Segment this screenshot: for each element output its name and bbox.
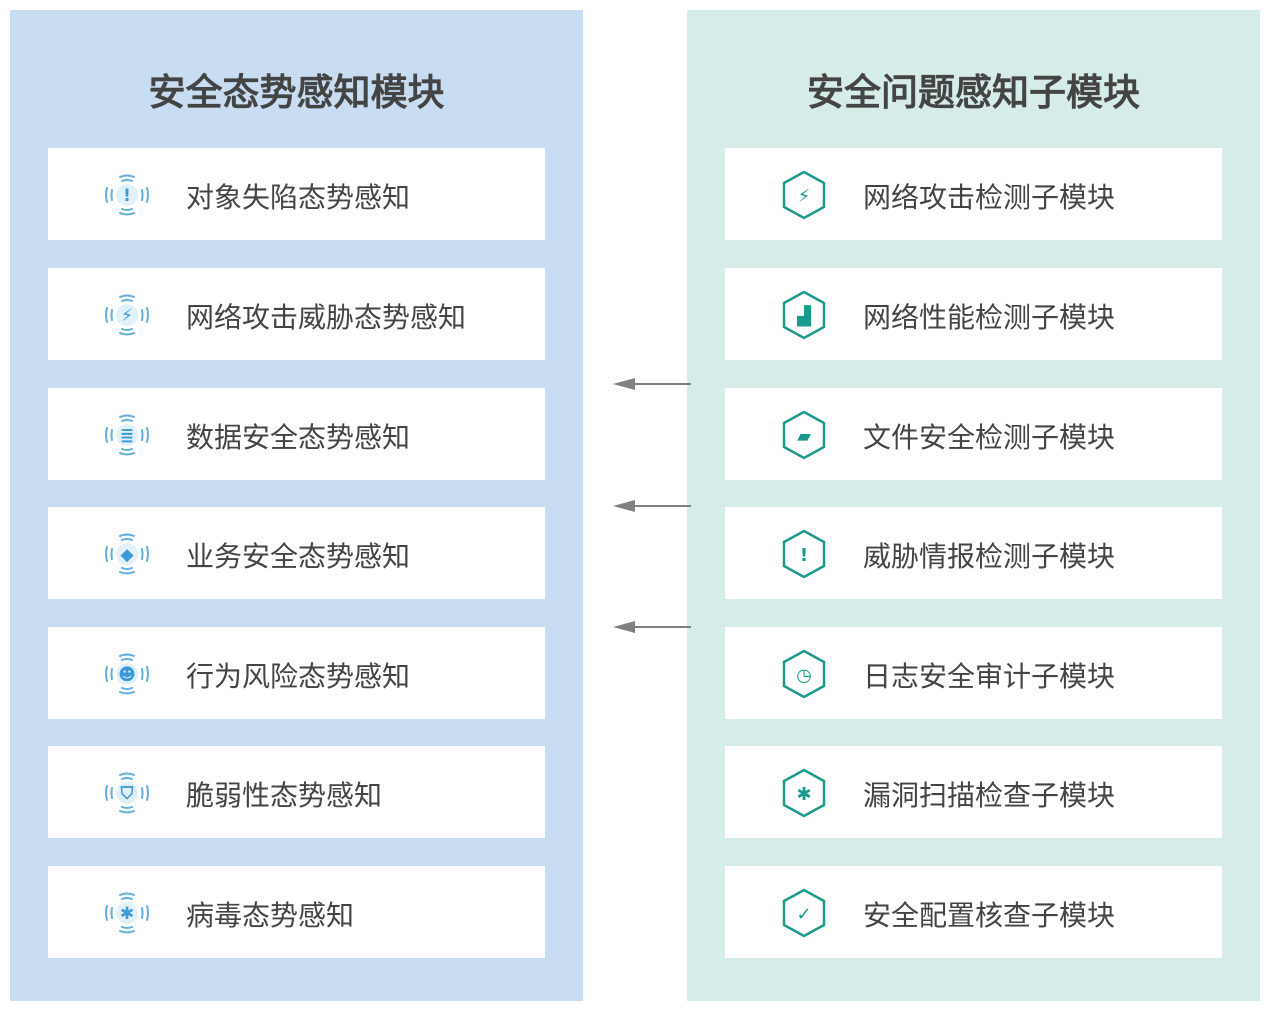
module-label: 网络性能检测子模块 [863, 301, 1116, 334]
right-panel-title: 安全问题感知子模块 [807, 71, 1140, 114]
left-module-card: ✱ 病毒态势感知 [48, 866, 545, 958]
svg-text:◆: ◆ [120, 545, 134, 565]
left-module-card: ⛉ 脆弱性态势感知 [48, 746, 545, 838]
module-label: 威胁情报检测子模块 [863, 540, 1116, 573]
module-label: 漏洞扫描检查子模块 [863, 779, 1116, 812]
bug-icon: ✱ [105, 892, 149, 934]
folder-lock-icon: ▰ [782, 410, 826, 460]
svg-text:⚡: ⚡ [798, 186, 811, 207]
module-label: 文件安全检测子模块 [863, 421, 1116, 454]
module-label: 脆弱性态势感知 [186, 779, 383, 812]
svg-text:▟: ▟ [796, 305, 812, 327]
module-label: 网络攻击威胁态势感知 [186, 301, 467, 334]
svg-text:✓: ✓ [796, 904, 811, 925]
module-label: 对象失陷态势感知 [186, 181, 411, 214]
warning-icon: ! [105, 174, 149, 216]
user-risk-icon: ☻ [105, 653, 149, 695]
arrow-left [613, 378, 691, 390]
left-module-card: ! 对象失陷态势感知 [48, 148, 545, 240]
right-module-card: ▟ 网络性能检测子模块 [725, 268, 1222, 360]
module-label: 日志安全审计子模块 [863, 660, 1116, 693]
shield-icon: ⛉ [105, 772, 149, 814]
module-label: 网络攻击检测子模块 [863, 181, 1116, 214]
calendar-clock-icon: ◷ [782, 649, 826, 699]
svg-text:⚡: ⚡ [121, 306, 133, 326]
left-panel: 安全态势感知模块 ! 对象失陷态势感知 ⚡ 网络攻击威胁态势感知 ≣ 数据安全态势感知… [10, 10, 583, 1001]
module-label: 安全配置核查子模块 [863, 899, 1116, 932]
arrow-left [613, 500, 691, 512]
left-panel-title: 安全态势感知模块 [148, 71, 445, 114]
svg-text:▰: ▰ [797, 426, 811, 447]
lightning-icon: ⚡ [782, 170, 826, 220]
svg-text:✱: ✱ [120, 904, 134, 924]
alert-clipboard-icon: ! [782, 529, 826, 579]
svg-text:≣: ≣ [120, 426, 134, 446]
svg-text:✱: ✱ [796, 784, 811, 805]
right-module-card: ◷ 日志安全审计子模块 [725, 627, 1222, 719]
right-module-card: ▰ 文件安全检测子模块 [725, 388, 1222, 480]
svg-text:!: ! [123, 186, 131, 206]
right-module-card: ! 威胁情报检测子模块 [725, 507, 1222, 599]
abc-check-icon: ✓ [782, 888, 826, 938]
right-module-card: ✱ 漏洞扫描检查子模块 [725, 746, 1222, 838]
module-label: 病毒态势感知 [186, 899, 355, 932]
module-label: 数据安全态势感知 [186, 421, 411, 454]
module-label: 业务安全态势感知 [186, 540, 411, 573]
left-module-card: ☻ 行为风险态势感知 [48, 627, 545, 719]
svg-text:☻: ☻ [118, 665, 136, 685]
right-module-card: ⚡ 网络攻击检测子模块 [725, 148, 1222, 240]
left-module-card: ◆ 业务安全态势感知 [48, 507, 545, 599]
svg-text:◷: ◷ [796, 665, 812, 686]
lightning-icon: ⚡ [105, 294, 149, 336]
left-module-card: ≣ 数据安全态势感知 [48, 388, 545, 480]
arrow-left [613, 621, 691, 633]
database-icon: ≣ [105, 414, 149, 456]
svg-text:!: ! [800, 545, 808, 566]
right-panel: 安全问题感知子模块 ⚡ 网络攻击检测子模块 ▟ 网络性能检测子模块 ▰ 文件安全检测子… [687, 10, 1260, 1001]
module-label: 行为风险态势感知 [186, 660, 411, 693]
right-module-card: ✓ 安全配置核查子模块 [725, 866, 1222, 958]
chart-icon: ▟ [782, 290, 826, 340]
svg-text:⛉: ⛉ [120, 784, 134, 804]
left-module-card: ⚡ 网络攻击威胁态势感知 [48, 268, 545, 360]
bug-icon: ✱ [782, 768, 826, 818]
layers-icon: ◆ [105, 533, 149, 575]
